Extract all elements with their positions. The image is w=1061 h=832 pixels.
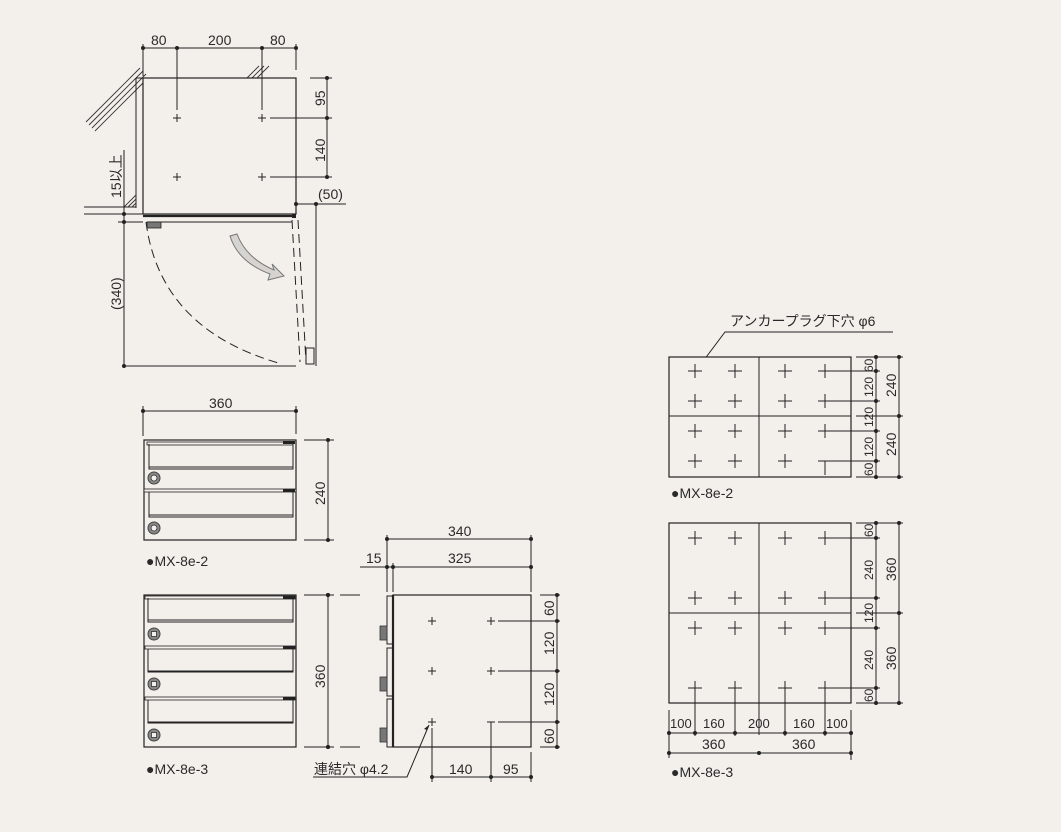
dim-8e3-240-b: 240 — [862, 650, 876, 670]
connecting-holes — [428, 617, 495, 730]
front-view-mx8e3: 360 ●MX-8e-3 — [143, 593, 334, 777]
dim-8e3-240-a: 240 — [862, 560, 876, 580]
dim-top-200: 200 — [208, 32, 232, 48]
dim-8e3-60-bottom: 60 — [862, 688, 876, 702]
dim-door-swing-340: (340) — [108, 277, 124, 310]
dim-side-60-bottom: 60 — [541, 728, 557, 744]
wall-hatch-small — [123, 194, 137, 208]
door-open-arrow-icon — [229, 233, 285, 281]
dim-8e3-360-top: 360 — [883, 557, 899, 581]
layout-mx8e2: アンカープラグ下穴 φ6 60 120 120 120 60 240 2 — [668, 313, 903, 501]
model-label-layout-mx8e2: ●MX-8e-2 — [671, 485, 733, 501]
dim-depth-15: 15 — [366, 550, 382, 566]
dim-width-360: 360 — [209, 395, 233, 411]
dim-8e3-100-left: 100 — [670, 716, 692, 731]
side-view: 340 15 325 — [313, 523, 560, 782]
anchor-hole-label: アンカープラグ下穴 φ6 — [730, 313, 876, 329]
dim-side-120-a: 120 — [541, 631, 557, 655]
model-label-mx8e2: ●MX-8e-2 — [146, 553, 208, 569]
model-label-mx8e3: ●MX-8e-3 — [146, 761, 208, 777]
wall-hatch-top — [246, 65, 270, 79]
dim-8e2-240-top: 240 — [883, 373, 899, 397]
dim-8e2-120-a: 120 — [862, 377, 876, 397]
dim-8e3-120: 120 — [862, 603, 876, 623]
dim-8e3-160-left: 160 — [703, 716, 725, 731]
front-view-mx8e2: 360 240 ●MX-8e-2 — [141, 395, 334, 569]
dim-8e3-360-bottom: 360 — [883, 646, 899, 670]
layout-mx8e3: 60 240 120 240 60 360 360 100 160 200 16… — [667, 521, 903, 780]
connecting-hole-label: 連結穴 φ4.2 — [314, 761, 389, 777]
dim-side-95: 95 — [503, 761, 519, 777]
dim-8e2-60-top: 60 — [862, 358, 876, 372]
dim-8e3-360-right: 360 — [792, 736, 816, 752]
dim-depth-325: 325 — [448, 550, 472, 566]
dim-height-240: 240 — [312, 481, 328, 505]
wall-hatch-left — [85, 67, 147, 132]
dim-8e2-120-b: 120 — [862, 407, 876, 427]
mount-holes — [173, 114, 266, 181]
dim-8e3-200: 200 — [748, 716, 770, 731]
dim-right-95: 95 — [312, 90, 328, 106]
dim-8e3-60-top: 60 — [862, 523, 876, 537]
dim-8e2-240-bottom: 240 — [883, 432, 899, 456]
dim-8e3-360-left: 360 — [702, 736, 726, 752]
top-view: 80 200 80 95 140 (50) 15以上 — [84, 32, 346, 368]
dim-clearance-15: 15以上 — [108, 154, 124, 198]
unit-2 — [144, 645, 296, 691]
dim-side-60-top: 60 — [541, 600, 557, 616]
dim-side-140: 140 — [449, 761, 473, 777]
unit-3 — [144, 696, 296, 742]
dim-8e3-100-right: 100 — [826, 716, 848, 731]
dim-right-140: 140 — [312, 138, 328, 162]
dim-clearance-50: (50) — [318, 186, 343, 202]
dim-top-80-left: 80 — [151, 32, 167, 48]
unit-1 — [144, 595, 296, 641]
model-label-layout-mx8e3: ●MX-8e-3 — [671, 764, 733, 780]
door-swing-arc — [145, 221, 283, 365]
dim-8e2-120-c: 120 — [862, 437, 876, 457]
dim-depth-340: 340 — [448, 523, 472, 539]
dim-top-80-right: 80 — [270, 32, 286, 48]
dim-height-360: 360 — [312, 664, 328, 688]
dim-8e2-60-bottom: 60 — [862, 462, 876, 476]
dim-side-120-b: 120 — [541, 682, 557, 706]
dim-8e3-160-right: 160 — [793, 716, 815, 731]
